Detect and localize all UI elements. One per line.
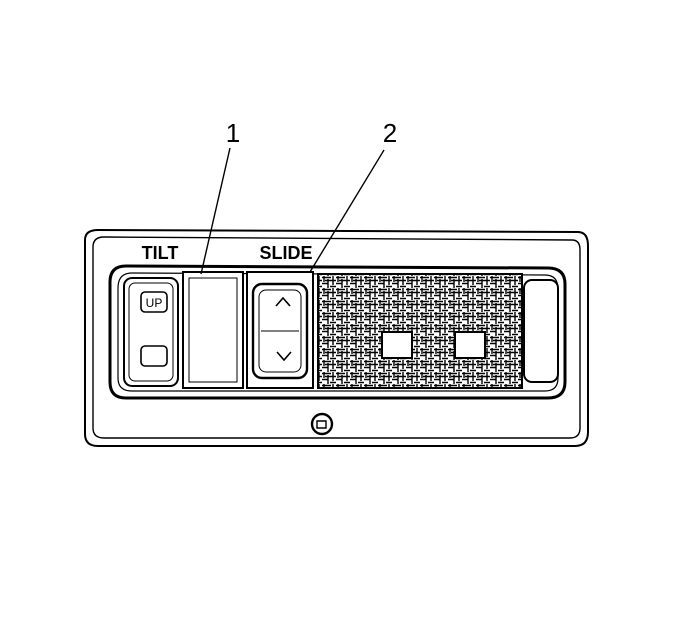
- center-panel-face: [188, 277, 238, 383]
- screw-slot: [316, 420, 327, 429]
- bezel-outer: [84, 228, 589, 447]
- slide-label: SLIDE: [259, 243, 312, 263]
- end-cap: [523, 279, 559, 383]
- lamp-grille: [317, 273, 523, 389]
- slide-switch-face: [258, 289, 302, 373]
- tilt-up-button[interactable]: [140, 291, 168, 313]
- callout-2-leader: [309, 149, 385, 273]
- screw-icon: [310, 412, 334, 436]
- tilt-label: TILT: [142, 243, 179, 263]
- tilt-switch-bezel: [128, 282, 174, 382]
- lamp-switch-right[interactable]: [454, 331, 486, 359]
- callout-1: 1: [226, 118, 240, 148]
- lamp-switch-left[interactable]: [381, 331, 413, 359]
- chevron-down-icon[interactable]: [276, 351, 292, 362]
- chevron-up-icon[interactable]: [275, 296, 291, 307]
- tilt-up-label: UP: [146, 296, 163, 310]
- switch-opening-outer: [108, 264, 567, 400]
- tilt-down-button[interactable]: [140, 345, 168, 367]
- bezel-inner: [92, 236, 581, 439]
- callout-1-leader: [200, 147, 231, 275]
- callout-2: 2: [383, 118, 397, 148]
- center-panel: [182, 271, 244, 389]
